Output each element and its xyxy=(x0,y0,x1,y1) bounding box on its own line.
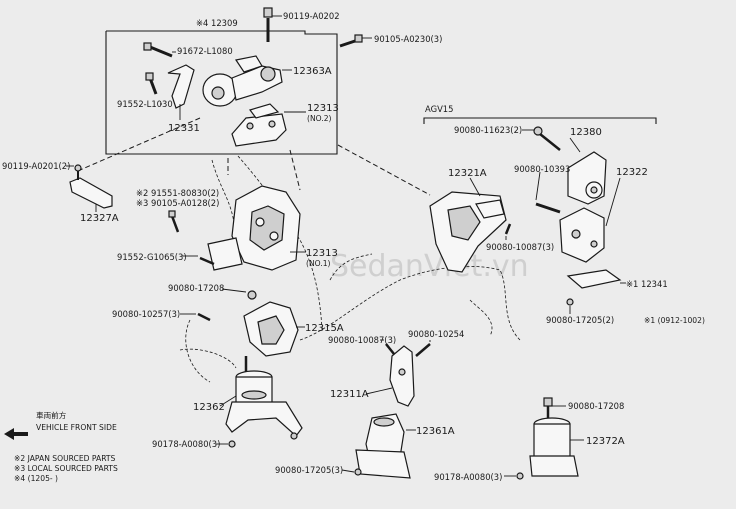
mount-12361A xyxy=(354,413,411,479)
mount-12362 xyxy=(225,356,303,448)
bolt-90080-10087-a xyxy=(504,223,512,235)
label-12362[interactable]: 12362 xyxy=(193,402,225,413)
label-90119-A0202[interactable]: 90119-A0202 xyxy=(283,11,340,21)
bolt-91672 xyxy=(143,42,173,58)
label-90080-10254[interactable]: 90080-10254 xyxy=(408,329,464,339)
legend-note3: ※3 LOCAL SOURCED PARTS xyxy=(14,464,118,473)
label-12363A[interactable]: 12363A xyxy=(293,66,332,77)
label-90105-A0230[interactable]: 90105-A0230(3) xyxy=(374,34,442,44)
legend-direction-en: VEHICLE FRONT SIDE xyxy=(36,423,117,432)
label-90178-A0080-a[interactable]: 90178-A0080(3) xyxy=(152,439,220,449)
label-12327A[interactable]: 12327A xyxy=(80,213,119,224)
label-90080-17205-b[interactable]: 90080-17205(3) xyxy=(275,465,343,475)
dashed-link-3 xyxy=(337,144,431,196)
stay-12327A xyxy=(69,164,113,209)
bolt-90080-11623 xyxy=(533,126,561,151)
nut-90080-17205-a xyxy=(566,298,574,306)
bracket-12322 xyxy=(559,207,605,263)
bolt-90080-10393 xyxy=(535,202,561,214)
assembly-box-12309 xyxy=(105,30,338,155)
label-12380[interactable]: 12380 xyxy=(570,127,602,138)
label-12315A[interactable]: 12315A xyxy=(305,323,344,334)
label-91552-L1030[interactable]: 91552-L1030 xyxy=(117,99,173,109)
label-90080-11623[interactable]: 90080-11623(2) xyxy=(454,125,522,135)
label-12311A[interactable]: 12311A xyxy=(330,389,369,400)
legend-direction-jp: 車両前方 xyxy=(36,410,67,420)
label-90080-10393[interactable]: 90080-10393 xyxy=(514,164,570,174)
bracket-12313-no2 xyxy=(231,113,287,147)
label-90105-A0128[interactable]: ※3 90105-A0128(2) xyxy=(136,198,219,208)
label-12322[interactable]: 12322 xyxy=(616,167,648,178)
front-direction-arrow-icon xyxy=(4,428,28,440)
label-12309[interactable]: ※4 12309 xyxy=(196,18,238,28)
nut-90080-17208-a xyxy=(247,290,257,300)
bolt-91551 xyxy=(168,210,180,233)
leader-lines xyxy=(66,15,626,477)
label-12313-no1[interactable]: 12313 xyxy=(306,248,338,259)
label-12361A[interactable]: 12361A xyxy=(416,426,455,437)
label-note1: ※1 (0912-1002) xyxy=(644,316,705,325)
label-90119-A0201[interactable]: 90119-A0201(2) xyxy=(2,161,70,171)
legend-note2: ※2 JAPAN SOURCED PARTS xyxy=(14,454,116,463)
bolt-90119-A0202 xyxy=(263,7,273,42)
legend: 車両前方 VEHICLE FRONT SIDE ※2 JAPAN SOURCED… xyxy=(4,410,118,483)
bolt-90105-A0230 xyxy=(339,34,363,48)
label-90080-17205-a[interactable]: 90080-17205(2) xyxy=(546,315,614,325)
bolt-90080-10257 xyxy=(197,312,211,322)
label-91552-G1065[interactable]: 91552-G1065(3) xyxy=(117,252,187,262)
plate-12341 xyxy=(566,269,622,289)
label-no1: (NO.1) xyxy=(306,259,331,268)
label-12331[interactable]: 12331 xyxy=(168,123,200,134)
label-90080-17208-b[interactable]: 90080-17208 xyxy=(568,401,624,411)
watermark: SedanViet.vn xyxy=(330,249,529,284)
label-90080-17208-a[interactable]: 90080-17208 xyxy=(168,283,224,293)
label-12321A[interactable]: 12321A xyxy=(448,168,487,179)
label-90080-10087-b[interactable]: 90080-10087(3) xyxy=(328,335,396,345)
mount-12372A xyxy=(516,397,579,480)
label-no2: (NO.2) xyxy=(307,114,332,123)
label-90080-10087-a[interactable]: 90080-10087(3) xyxy=(486,242,554,252)
label-agv15: AGV15 xyxy=(425,104,453,114)
label-12372A[interactable]: 12372A xyxy=(586,436,625,447)
label-91551-80830[interactable]: ※2 91551-80830(2) xyxy=(136,188,219,198)
dashed-link-4 xyxy=(289,149,301,191)
bolt-90080-10087-b xyxy=(385,343,395,355)
mount-12380 xyxy=(567,151,607,205)
label-91672-L1080[interactable]: 91672-L1080 xyxy=(177,46,233,56)
bracket-12311A xyxy=(389,345,415,407)
label-12341[interactable]: ※1 12341 xyxy=(626,279,668,289)
bracket-12313-no1 xyxy=(207,185,301,271)
engine-outline xyxy=(179,155,521,383)
legend-note4: ※4 (1205- ) xyxy=(14,474,58,483)
bolt-91552-G1065 xyxy=(199,256,215,266)
agv15-bracket-line xyxy=(423,117,657,124)
label-90080-10257[interactable]: 90080-10257(3) xyxy=(112,309,180,319)
label-12313-no2[interactable]: 12313 xyxy=(307,103,339,114)
torque-rod-assembly xyxy=(143,7,363,147)
label-90178-A0080-b[interactable]: 90178-A0080(3) xyxy=(434,472,502,482)
bolt-91552-L1030 xyxy=(145,72,158,95)
bolt-90080-10254 xyxy=(415,343,431,357)
bracket-12321A xyxy=(429,191,507,273)
dashed-link-1 xyxy=(79,117,201,171)
bracket-12315A xyxy=(243,301,299,357)
part-labels: 90119-A0202 ※4 12309 90105-A0230(3) 9167… xyxy=(2,11,705,482)
